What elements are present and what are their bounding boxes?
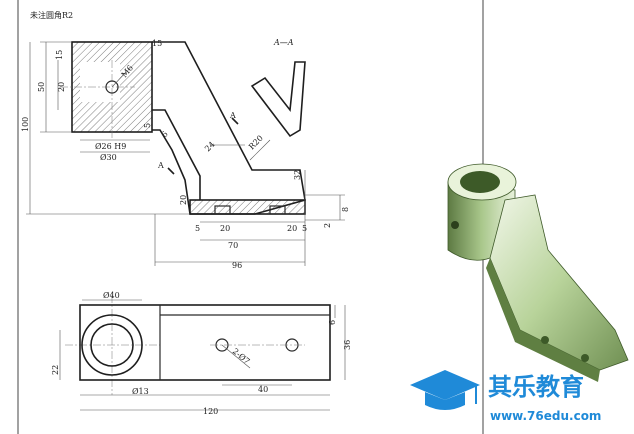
dim-label: R20 [247,134,265,152]
section-view: A—A [250,38,306,138]
dim-label: 15 [152,39,162,48]
dim-label: 96 [232,261,242,270]
dim-label: 5 [143,123,152,128]
dim-label: 6 [328,320,337,325]
dim-label: Ø13 [132,387,149,396]
dim-label: 24 [203,140,217,154]
dim-label: 120 [203,407,218,416]
dim-label: 6 [160,130,170,140]
dim-label: 36 [343,340,352,350]
dim-label: 5 [302,224,307,233]
dim-label: 32 [293,170,302,180]
dim-label: 8 [341,207,350,212]
dim-label: 20 [287,224,297,233]
dim-label: 2-Ø7 [231,347,252,366]
dim-label: 20 [179,195,188,205]
dim-label: 5 [195,224,200,233]
dim-label: 20 [220,224,230,233]
section-arrow-label: A [157,161,164,170]
note-text: 未注圆角R2 [30,10,73,20]
top-view-dimensions: Ø40 6 36 22 2-Ø7 Ø13 40 120 [51,291,352,416]
dim-label: 20 [57,82,66,92]
dim-label: 40 [258,385,268,394]
logo-url: www.76edu.com [490,409,601,423]
dim-label: 70 [228,241,238,250]
top-view [59,295,346,411]
front-view-dimensions: 15 15 50 20 M6 100 5 6 Ø26 H9 Ø30 24 R20… [21,39,350,270]
brand-logo: 其乐教育 www.76edu.com [410,370,601,423]
part-3d-render [447,163,629,382]
dim-label: Ø40 [103,291,120,300]
logo-name: 其乐教育 [488,373,584,401]
graduation-cap-icon [410,370,480,400]
dim-label: Ø30 [100,153,117,162]
dim-label: 2 [323,223,332,228]
section-arrow-label: A [229,111,236,120]
section-title: A—A [273,38,294,47]
front-view [26,41,345,266]
dim-label: 100 [21,117,30,132]
dim-label: 15 [55,50,64,60]
dim-label: Ø26 H9 [95,142,126,151]
dim-label: 22 [51,365,60,375]
dim-label: 50 [37,82,46,92]
